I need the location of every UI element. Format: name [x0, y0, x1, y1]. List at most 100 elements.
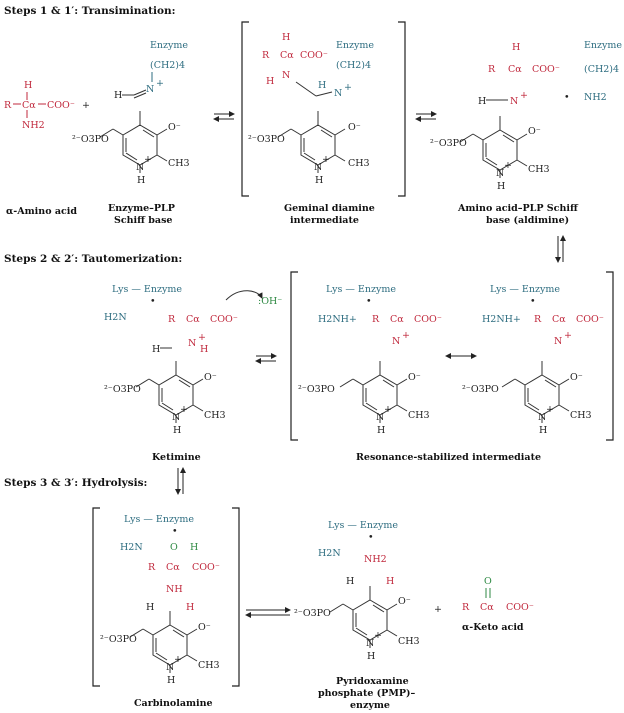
svg-text:+: +: [504, 160, 512, 171]
svg-text:R: R: [148, 562, 156, 573]
svg-text:H: H: [478, 96, 486, 107]
svg-text:+: +: [156, 78, 164, 89]
svg-text:NH2: NH2: [584, 92, 607, 103]
svg-text:Lys — Enzyme: Lys — Enzyme: [326, 284, 396, 295]
svg-text:O⁻: O⁻: [348, 122, 361, 133]
svg-text:+: +: [198, 332, 206, 343]
svg-text:²⁻O3PO: ²⁻O3PO: [294, 608, 331, 619]
svg-text:O⁻: O⁻: [408, 372, 421, 383]
svg-text:²⁻O3PO: ²⁻O3PO: [248, 134, 285, 145]
svg-text:N: N: [172, 412, 180, 423]
svg-text:R: R: [488, 64, 496, 75]
svg-text:Enzyme: Enzyme: [150, 40, 188, 51]
svg-text:Lys — Enzyme: Lys — Enzyme: [328, 520, 398, 531]
svg-text:•: •: [368, 532, 374, 543]
svg-text:COO⁻: COO⁻: [300, 50, 328, 61]
svg-text:N: N: [314, 162, 322, 173]
svg-text:²⁻O3PO: ²⁻O3PO: [298, 384, 335, 395]
svg-text:H: H: [497, 181, 505, 192]
svg-text:Cα: Cα: [390, 314, 404, 325]
svg-text:H: H: [386, 576, 394, 587]
svg-text:+: +: [322, 154, 330, 165]
step-1-header: Steps 1 & 1′: Transimination:: [4, 5, 176, 17]
svg-text:²⁻O3PO: ²⁻O3PO: [100, 634, 137, 645]
svg-text::OH⁻: :OH⁻: [258, 296, 282, 307]
svg-text:(CH2)4: (CH2)4: [150, 60, 185, 71]
svg-text:CH3: CH3: [348, 158, 370, 169]
svg-text:CH3: CH3: [408, 410, 430, 421]
svg-text:N: N: [376, 412, 384, 423]
svg-text:Lys — Enzyme: Lys — Enzyme: [490, 284, 560, 295]
svg-text:H2NH+: H2NH+: [482, 314, 521, 325]
caption-aldimine-1: Amino acid–PLP Schiff: [457, 203, 579, 214]
svg-text:•: •: [366, 296, 372, 307]
svg-text:O⁻: O⁻: [204, 372, 217, 383]
caption-resonance: Resonance-stabilized intermediate: [356, 452, 541, 463]
svg-text:H: H: [318, 80, 326, 91]
svg-text:N: N: [554, 336, 562, 347]
caption-enzyme-plp-1: Enzyme–PLP: [108, 203, 175, 214]
svg-text:Cα: Cα: [166, 562, 180, 573]
svg-text:R: R: [534, 314, 542, 325]
svg-text:COO⁻: COO⁻: [506, 602, 534, 613]
svg-text:CH3: CH3: [168, 158, 190, 169]
svg-text:Cα: Cα: [280, 50, 294, 61]
svg-text:+: +: [564, 330, 572, 341]
svg-text:N: N: [538, 412, 546, 423]
svg-text:H2N: H2N: [318, 548, 341, 559]
caption-geminal-1: Geminal diamine: [284, 203, 375, 214]
caption-amino-acid: α-Amino acid: [6, 206, 77, 217]
svg-text:Cα: Cα: [508, 64, 522, 75]
svg-text:(CH2)4: (CH2)4: [584, 64, 619, 75]
svg-text:NH: NH: [166, 584, 183, 595]
svg-text:N: N: [146, 84, 154, 95]
svg-text:•: •: [150, 296, 156, 307]
svg-text:+: +: [546, 404, 554, 415]
caption-carbinolamine: Carbinolamine: [134, 698, 213, 709]
svg-text:R: R: [462, 602, 470, 613]
svg-text:O: O: [484, 576, 492, 587]
caption-aldimine-2: base (aldimine): [486, 215, 569, 226]
svg-text:NH2: NH2: [22, 120, 45, 131]
plus-sign: +: [82, 100, 90, 111]
step-3-header: Steps 3 & 3′: Hydrolysis:: [4, 477, 147, 489]
caption-geminal-2: intermediate: [290, 215, 359, 226]
svg-text:+: +: [180, 404, 188, 415]
svg-text:+: +: [374, 630, 382, 641]
svg-text:N: N: [496, 168, 504, 179]
svg-text:COO⁻: COO⁻: [532, 64, 560, 75]
svg-text:H: H: [346, 576, 354, 587]
svg-text:+: +: [520, 90, 528, 101]
svg-text:CH3: CH3: [528, 164, 550, 175]
svg-text:Lys — Enzyme: Lys — Enzyme: [124, 514, 194, 525]
svg-text:H: H: [367, 651, 375, 662]
caption-pmp-3: enzyme: [350, 700, 390, 711]
equilibrium-arrow-3: [255, 353, 277, 364]
svg-text:H: H: [315, 175, 323, 186]
caption-pmp-1: Pyridoxamine: [336, 676, 409, 687]
aldimine-structure: H R Cα COO⁻ N + H O⁻ CH3 ²⁻O3PO N + H • …: [430, 40, 622, 192]
svg-text:Cα: Cα: [186, 314, 200, 325]
pmp-enzyme-structure: Lys — Enzyme • H2N NH2 H H O⁻ CH3 ²⁻O3PO…: [294, 520, 420, 662]
svg-text:COO⁻: COO⁻: [192, 562, 220, 573]
svg-text:H: H: [146, 602, 154, 613]
svg-text:O: O: [170, 542, 178, 553]
equilibrium-arrow-1: [213, 111, 235, 122]
svg-text:Enzyme: Enzyme: [584, 40, 622, 51]
alpha-keto-acid-structure: O R Cα COO⁻: [462, 576, 534, 613]
svg-text:²⁻O3PO: ²⁻O3PO: [104, 384, 141, 395]
geminal-diamine-structure: H R Cα COO⁻ N H Enzyme (CH2)4 N + H O⁻ C…: [241, 21, 406, 197]
svg-text:Enzyme: Enzyme: [336, 40, 374, 51]
svg-text:H2N: H2N: [120, 542, 143, 553]
enzyme-plp-schiff-base-structure: Enzyme (CH2)4 N + H O⁻ CH3 ²⁻O3PO N + H: [72, 40, 190, 186]
equilibrium-arrow-vertical-1: [555, 235, 566, 263]
caption-keto-acid: α-Keto acid: [462, 622, 524, 633]
svg-text:Cα: Cα: [552, 314, 566, 325]
svg-text:COO⁻: COO⁻: [47, 100, 75, 111]
alpha-amino-acid-structure: H R Cα COO⁻ NH2: [4, 80, 75, 131]
svg-text:²⁻O3PO: ²⁻O3PO: [462, 384, 499, 395]
svg-text:+: +: [402, 330, 410, 341]
equilibrium-arrow-2: [415, 111, 437, 122]
svg-text:H: H: [190, 542, 198, 553]
